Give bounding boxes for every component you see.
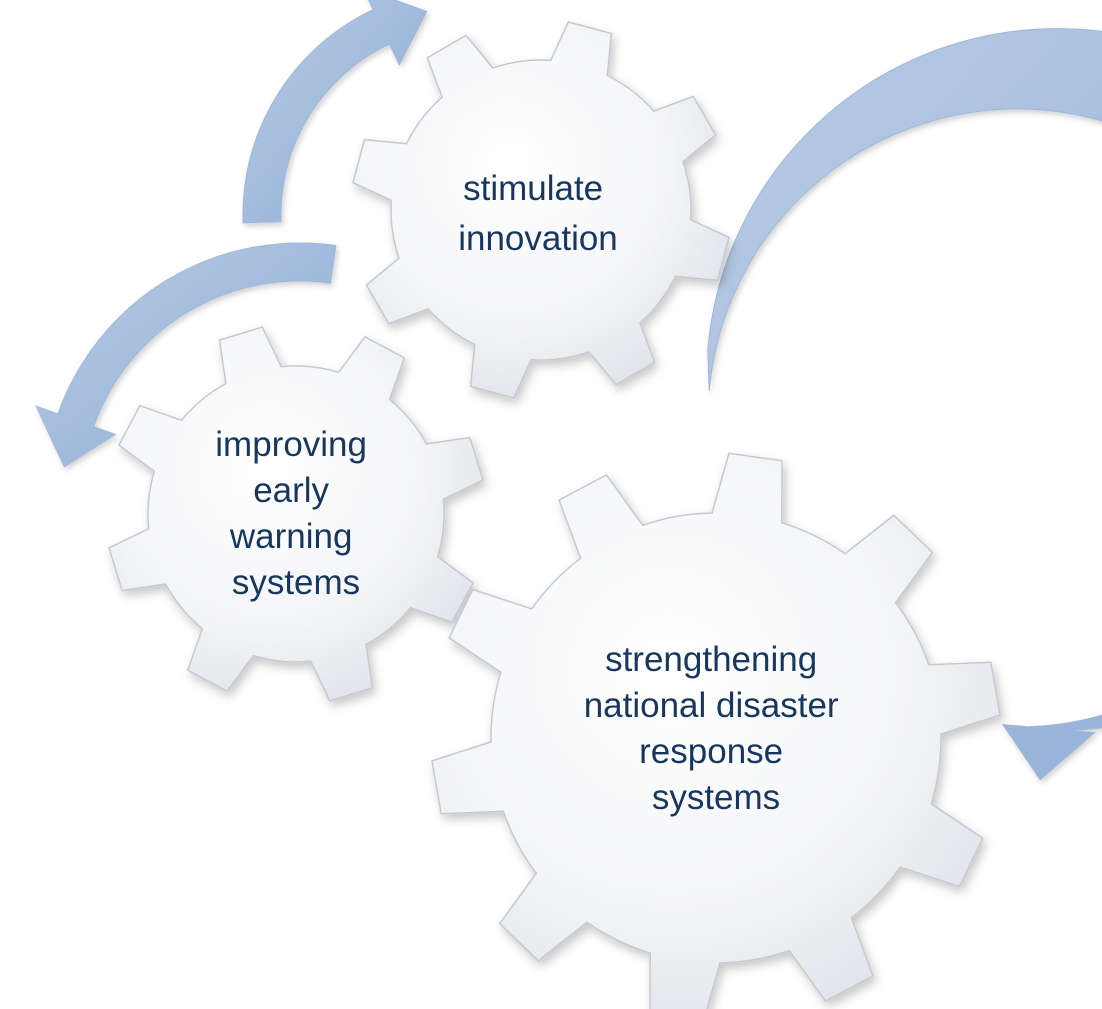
gear-label-early-warning: improving early warning systems: [215, 425, 376, 602]
gear-label-line: stimulate: [463, 169, 603, 208]
gear-label-line: early: [253, 471, 329, 510]
gear-stimulate-innovation: stimulate innovation: [352, 21, 730, 399]
cycle-arrow-left: [35, 242, 337, 468]
gear-label-line: national disaster: [584, 686, 839, 725]
gear-icon: [352, 21, 730, 399]
gear-icon: [431, 452, 1001, 1009]
gear-label-line: improving: [215, 425, 367, 464]
cycle-arrow-top: [242, 0, 428, 224]
cycle-arrow-right: [707, 28, 1102, 781]
gear-label-line: response: [639, 732, 783, 771]
gear-label-line: systems: [232, 563, 360, 602]
gear-label-line: warning: [229, 517, 353, 556]
gear-icon: [108, 326, 484, 702]
gear-label-disaster-response: strengthening national disaster response…: [584, 640, 849, 817]
gear-label-stimulate: stimulate innovation: [458, 169, 618, 258]
gear-label-line: systems: [652, 778, 780, 817]
gear-improving-early-warning: improving early warning systems: [108, 326, 484, 702]
gear-label-line: innovation: [458, 219, 618, 258]
gear-strengthening-disaster-response: strengthening national disaster response…: [431, 452, 1001, 1009]
gear-label-line: strengthening: [605, 640, 817, 679]
